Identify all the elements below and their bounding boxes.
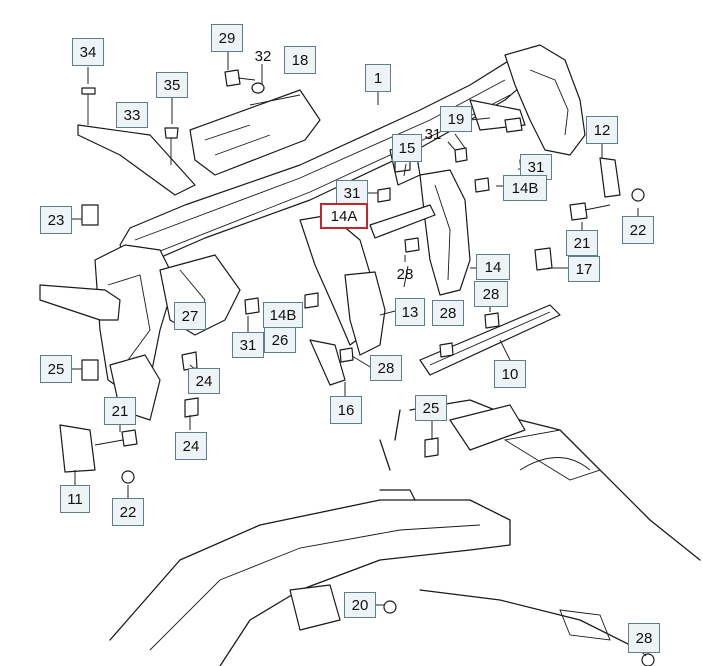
callout-22-right[interactable]: 22 — [622, 216, 654, 244]
callout-28-bottom[interactable]: 28 — [628, 623, 660, 653]
callout-33[interactable]: 33 — [116, 102, 148, 128]
callout-21-left[interactable]: 21 — [104, 397, 136, 425]
callout-21-right[interactable]: 21 — [566, 230, 598, 256]
callout-31-center[interactable]: 31 — [336, 180, 368, 206]
callout-28-mid[interactable]: 28 — [432, 300, 464, 326]
callout-28-lower[interactable]: 28 — [370, 355, 402, 381]
callout-11[interactable]: 11 — [60, 485, 90, 513]
label-28-center[interactable]: 28 — [396, 265, 414, 283]
callout-24-lower[interactable]: 24 — [175, 432, 207, 460]
callout-29[interactable]: 29 — [211, 24, 243, 52]
callout-35[interactable]: 35 — [156, 72, 188, 98]
fasteners-drawing — [59, 69, 655, 666]
dashboard-drawing — [109, 399, 701, 666]
cross-member-drawing — [119, 44, 586, 263]
callout-22-left[interactable]: 22 — [112, 498, 144, 526]
callout-14A[interactable]: 14A — [320, 203, 368, 229]
left-support-drawing — [39, 244, 241, 421]
callout-19[interactable]: 19 — [440, 106, 472, 132]
callout-1[interactable]: 1 — [365, 64, 391, 92]
label-31-upper[interactable]: 31 — [424, 125, 442, 143]
leader-lines — [72, 52, 647, 657]
callout-14[interactable]: 14 — [476, 254, 510, 280]
callout-25-left[interactable]: 25 — [40, 355, 72, 383]
callout-34[interactable]: 34 — [72, 38, 104, 66]
callout-25-right[interactable]: 25 — [415, 395, 447, 421]
callout-10[interactable]: 10 — [494, 360, 526, 388]
callout-24-upper[interactable]: 24 — [188, 368, 220, 394]
callout-15[interactable]: 15 — [392, 134, 422, 162]
callout-18[interactable]: 18 — [284, 46, 316, 74]
callout-20[interactable]: 20 — [344, 592, 376, 618]
callout-16[interactable]: 16 — [330, 396, 362, 424]
callout-27[interactable]: 27 — [174, 302, 206, 330]
callout-26[interactable]: 26 — [264, 327, 296, 353]
label-32[interactable]: 32 — [254, 47, 272, 65]
callout-23[interactable]: 23 — [40, 206, 72, 234]
callout-31-lower[interactable]: 31 — [232, 332, 264, 358]
callout-28-right[interactable]: 28 — [474, 281, 508, 307]
callout-14B-upper[interactable]: 14B — [503, 175, 547, 201]
callout-14B-lower[interactable]: 14B — [263, 302, 303, 328]
callout-12[interactable]: 12 — [586, 116, 618, 144]
callout-17[interactable]: 17 — [568, 256, 600, 282]
upper-brackets-drawing — [77, 89, 321, 196]
support-bar-drawing — [419, 304, 561, 376]
callout-13[interactable]: 13 — [395, 298, 425, 326]
